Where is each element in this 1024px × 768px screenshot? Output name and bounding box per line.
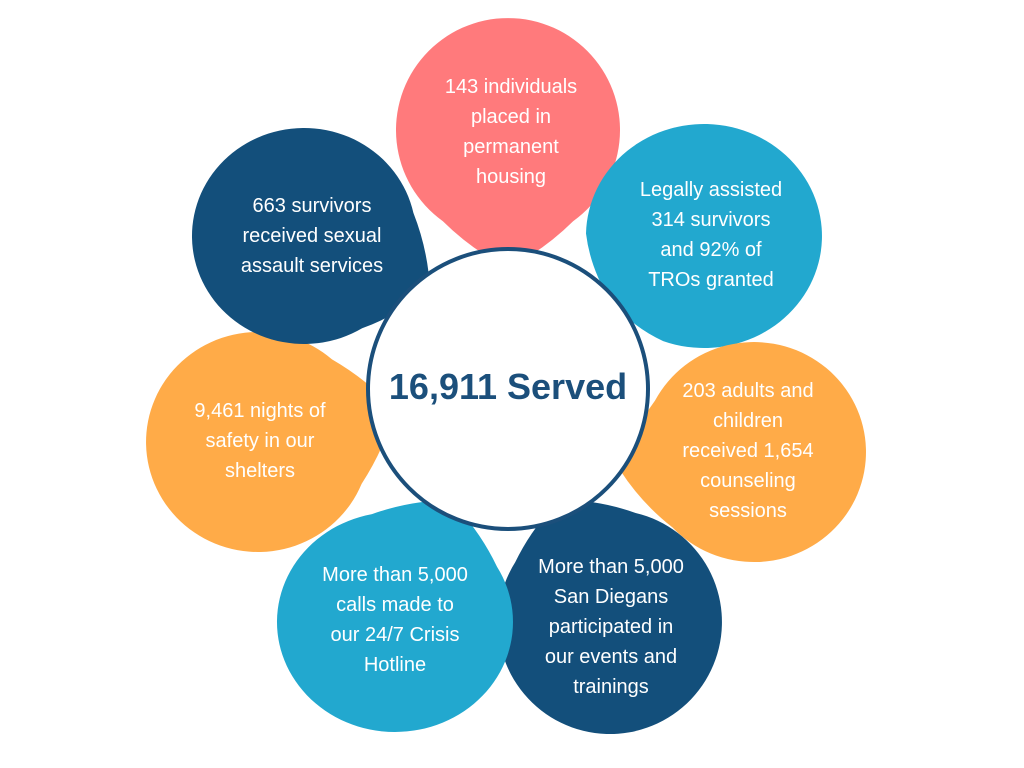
petal-label-line: safety in our [205,430,315,452]
petal-label-sexual-assault: 663 survivors received sexual assault serv… [241,191,383,281]
center-title: 16,911 Served [388,366,628,407]
center-circle [366,247,650,531]
petal-label-line: permanent [463,136,559,158]
petal-sexual-assault [191,127,430,344]
petal-label-line: calls made to [336,594,454,616]
petal-label-line: trainings [573,676,649,698]
petal-label-line: TROs granted [648,269,774,291]
petal-label-line: shelters [224,460,296,482]
petal-label-line: sessions [709,500,787,522]
petal-label-counseling: 203 adults and children received 1,654 coun… [682,376,813,526]
petal-label-line: 314 survivors [651,209,771,231]
petal-label-line: participated in [548,616,674,638]
petal-label-line: Hotline [363,654,427,676]
petal-hotline [276,500,513,732]
petal-label-line: 203 adults and [682,380,814,402]
petal-label-line: More than 5,000 [322,564,468,586]
petal-label-line: housing [475,166,547,188]
petal-label-hotline: More than 5,000 calls made to our 24/7 Cri… [322,560,468,680]
petal-label-line: Legally assisted [639,179,783,201]
petal-label-line: More than 5,000 [538,556,684,578]
petal-label-legal: Legally assisted 314 survivors and 92% of T… [640,175,782,295]
petal-label-line: received 1,654 [682,440,814,462]
petal-label-shelter: 9,461 nights of safety in our shelters [194,396,325,486]
petal-label-housing: 143 individuals placed in permanent housing [445,72,577,192]
petal-label-line: assault services [240,255,384,277]
petal-legal [586,123,822,348]
petal-label-line: 9,461 nights of [194,400,326,422]
petal-label-line: our events and [544,646,678,668]
petal-label-line: received sexual [242,225,382,247]
petal-label-line: 143 individuals [444,76,578,98]
petal-label-line: and 92% of [660,239,762,261]
petal-label-line: children [712,410,784,432]
petal-label-line: counseling [700,470,796,492]
petal-shelter [146,332,395,553]
petal-counseling [620,342,866,563]
petal-label-line: 663 survivors [252,195,372,217]
petal-label-line: placed in [470,106,552,128]
petal-events [497,499,722,735]
petal-label-line: our 24/7 Crisis [330,624,460,646]
petal-label-line: San Diegans [553,586,669,608]
petal-housing [395,18,620,268]
